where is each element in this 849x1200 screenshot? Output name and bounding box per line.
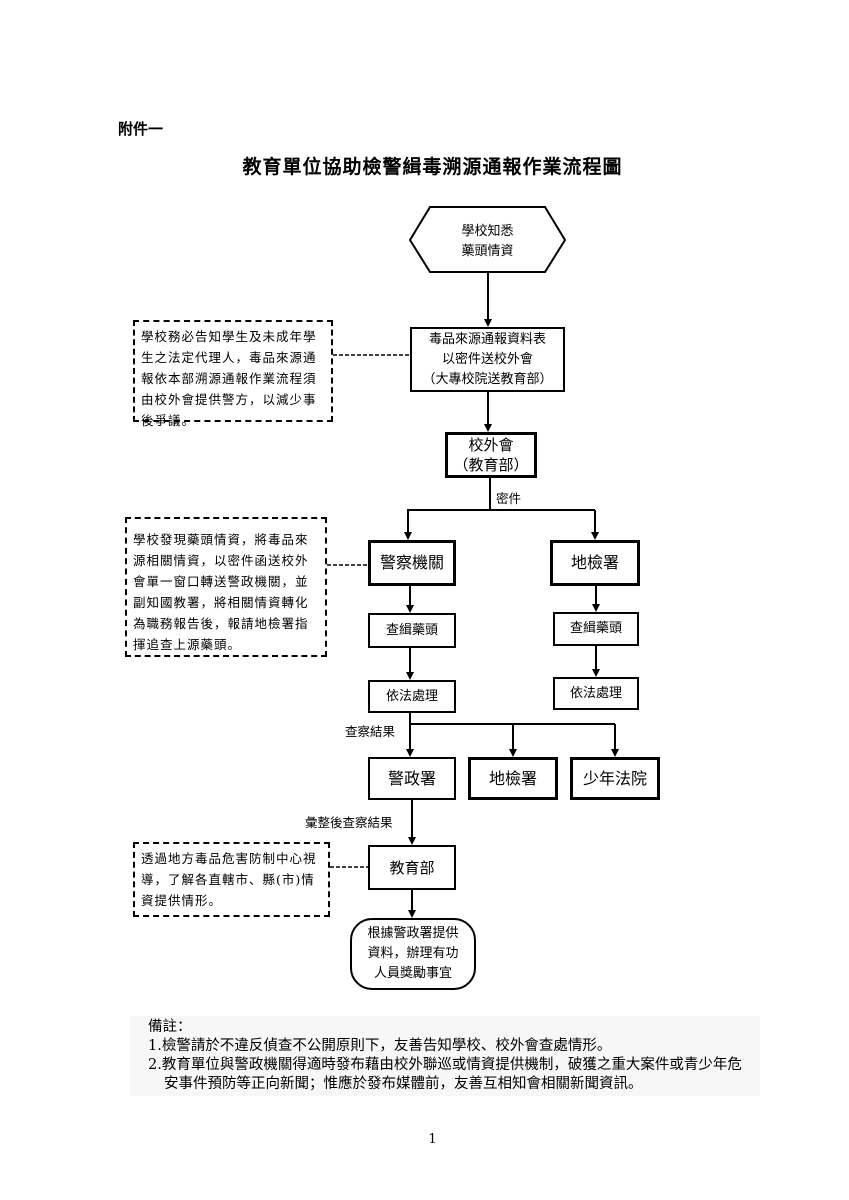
- edge-label-compiled-results: 彙整後查察結果: [305, 815, 393, 830]
- note-box-intel: 學校發現藥頭情資，將毒品來源相關情資，以密件函送校外會單一窗口轉送警政機關，並副…: [125, 517, 327, 657]
- moe-node: 教育部: [368, 845, 456, 890]
- page-number: 1: [428, 1132, 437, 1147]
- node-line: 根據警政署提供: [367, 926, 459, 941]
- node-line: （教育部）: [453, 456, 529, 474]
- node-line: 校外會: [468, 436, 514, 454]
- node-line: 資料，辦理有功: [367, 946, 459, 961]
- start-node-line: 藥頭情資: [461, 244, 514, 259]
- start-hexagon: [408, 206, 567, 273]
- node-line: （大專校院送教育部）: [422, 371, 553, 387]
- office-node: 校外會 （教育部）: [445, 432, 537, 478]
- remarks-section: 備註： 1.檢警請於不違反偵查不公開原則下，友善告知學校、校外會查處情形。 2.…: [130, 1016, 760, 1096]
- node-line: 毒品來源通報資料表: [428, 331, 546, 347]
- note-box-guardian: 學校務必告知學生及未成年學生之法定代理人，毒品來源通報依本部溯源通報作業流程須由…: [133, 320, 333, 428]
- edge-label-results: 查察結果: [345, 724, 396, 739]
- prosecutor-result-node: 地檢署: [468, 757, 558, 800]
- npa-node: 警政署: [368, 757, 456, 800]
- end-node: 根據警政署提供 資料，辦理有功 人員獎勵事宜: [350, 918, 476, 990]
- remarks-heading: 備註：: [148, 1019, 192, 1035]
- prosecutor-investigate-node: 查緝藥頭: [553, 612, 639, 646]
- police-investigate-node: 查緝藥頭: [368, 613, 456, 648]
- node-line: 人員獎勵事宜: [373, 966, 452, 981]
- node-line: 以密件送校外會: [441, 351, 533, 367]
- start-node: 學校知悉 藥頭情資: [410, 222, 565, 262]
- police-legal-node: 依法處理: [368, 680, 456, 713]
- prosecutor-legal-node: 依法處理: [553, 677, 639, 710]
- attachment-label: 附件一: [118, 120, 164, 138]
- page-title: 教育單位協助檢警緝毒溯源通報作業流程圖: [242, 156, 623, 178]
- police-node: 警察機關: [368, 540, 456, 586]
- start-node-line: 學校知悉: [461, 224, 514, 239]
- remark-item: 1.檢警請於不違反偵查不公開原則下，友善告知學校、校外會查處情形。: [148, 1038, 612, 1054]
- edge-label-confidential: 密件: [496, 491, 522, 506]
- report-form-node: 毒品來源通報資料表 以密件送校外會 （大專校院送教育部）: [410, 327, 565, 392]
- note-box-supervision: 透過地方毒品危害防制中心視導，了解各直轄市、縣(市)情資提供情形。: [133, 842, 330, 917]
- remark-item: 2.教育單位與警政機關得適時發布藉由校外聯巡或情資提供機制，破獲之重大案件或青少…: [148, 1057, 742, 1092]
- juvenile-court-node: 少年法院: [570, 757, 660, 800]
- prosecutor-node: 地檢署: [550, 540, 640, 586]
